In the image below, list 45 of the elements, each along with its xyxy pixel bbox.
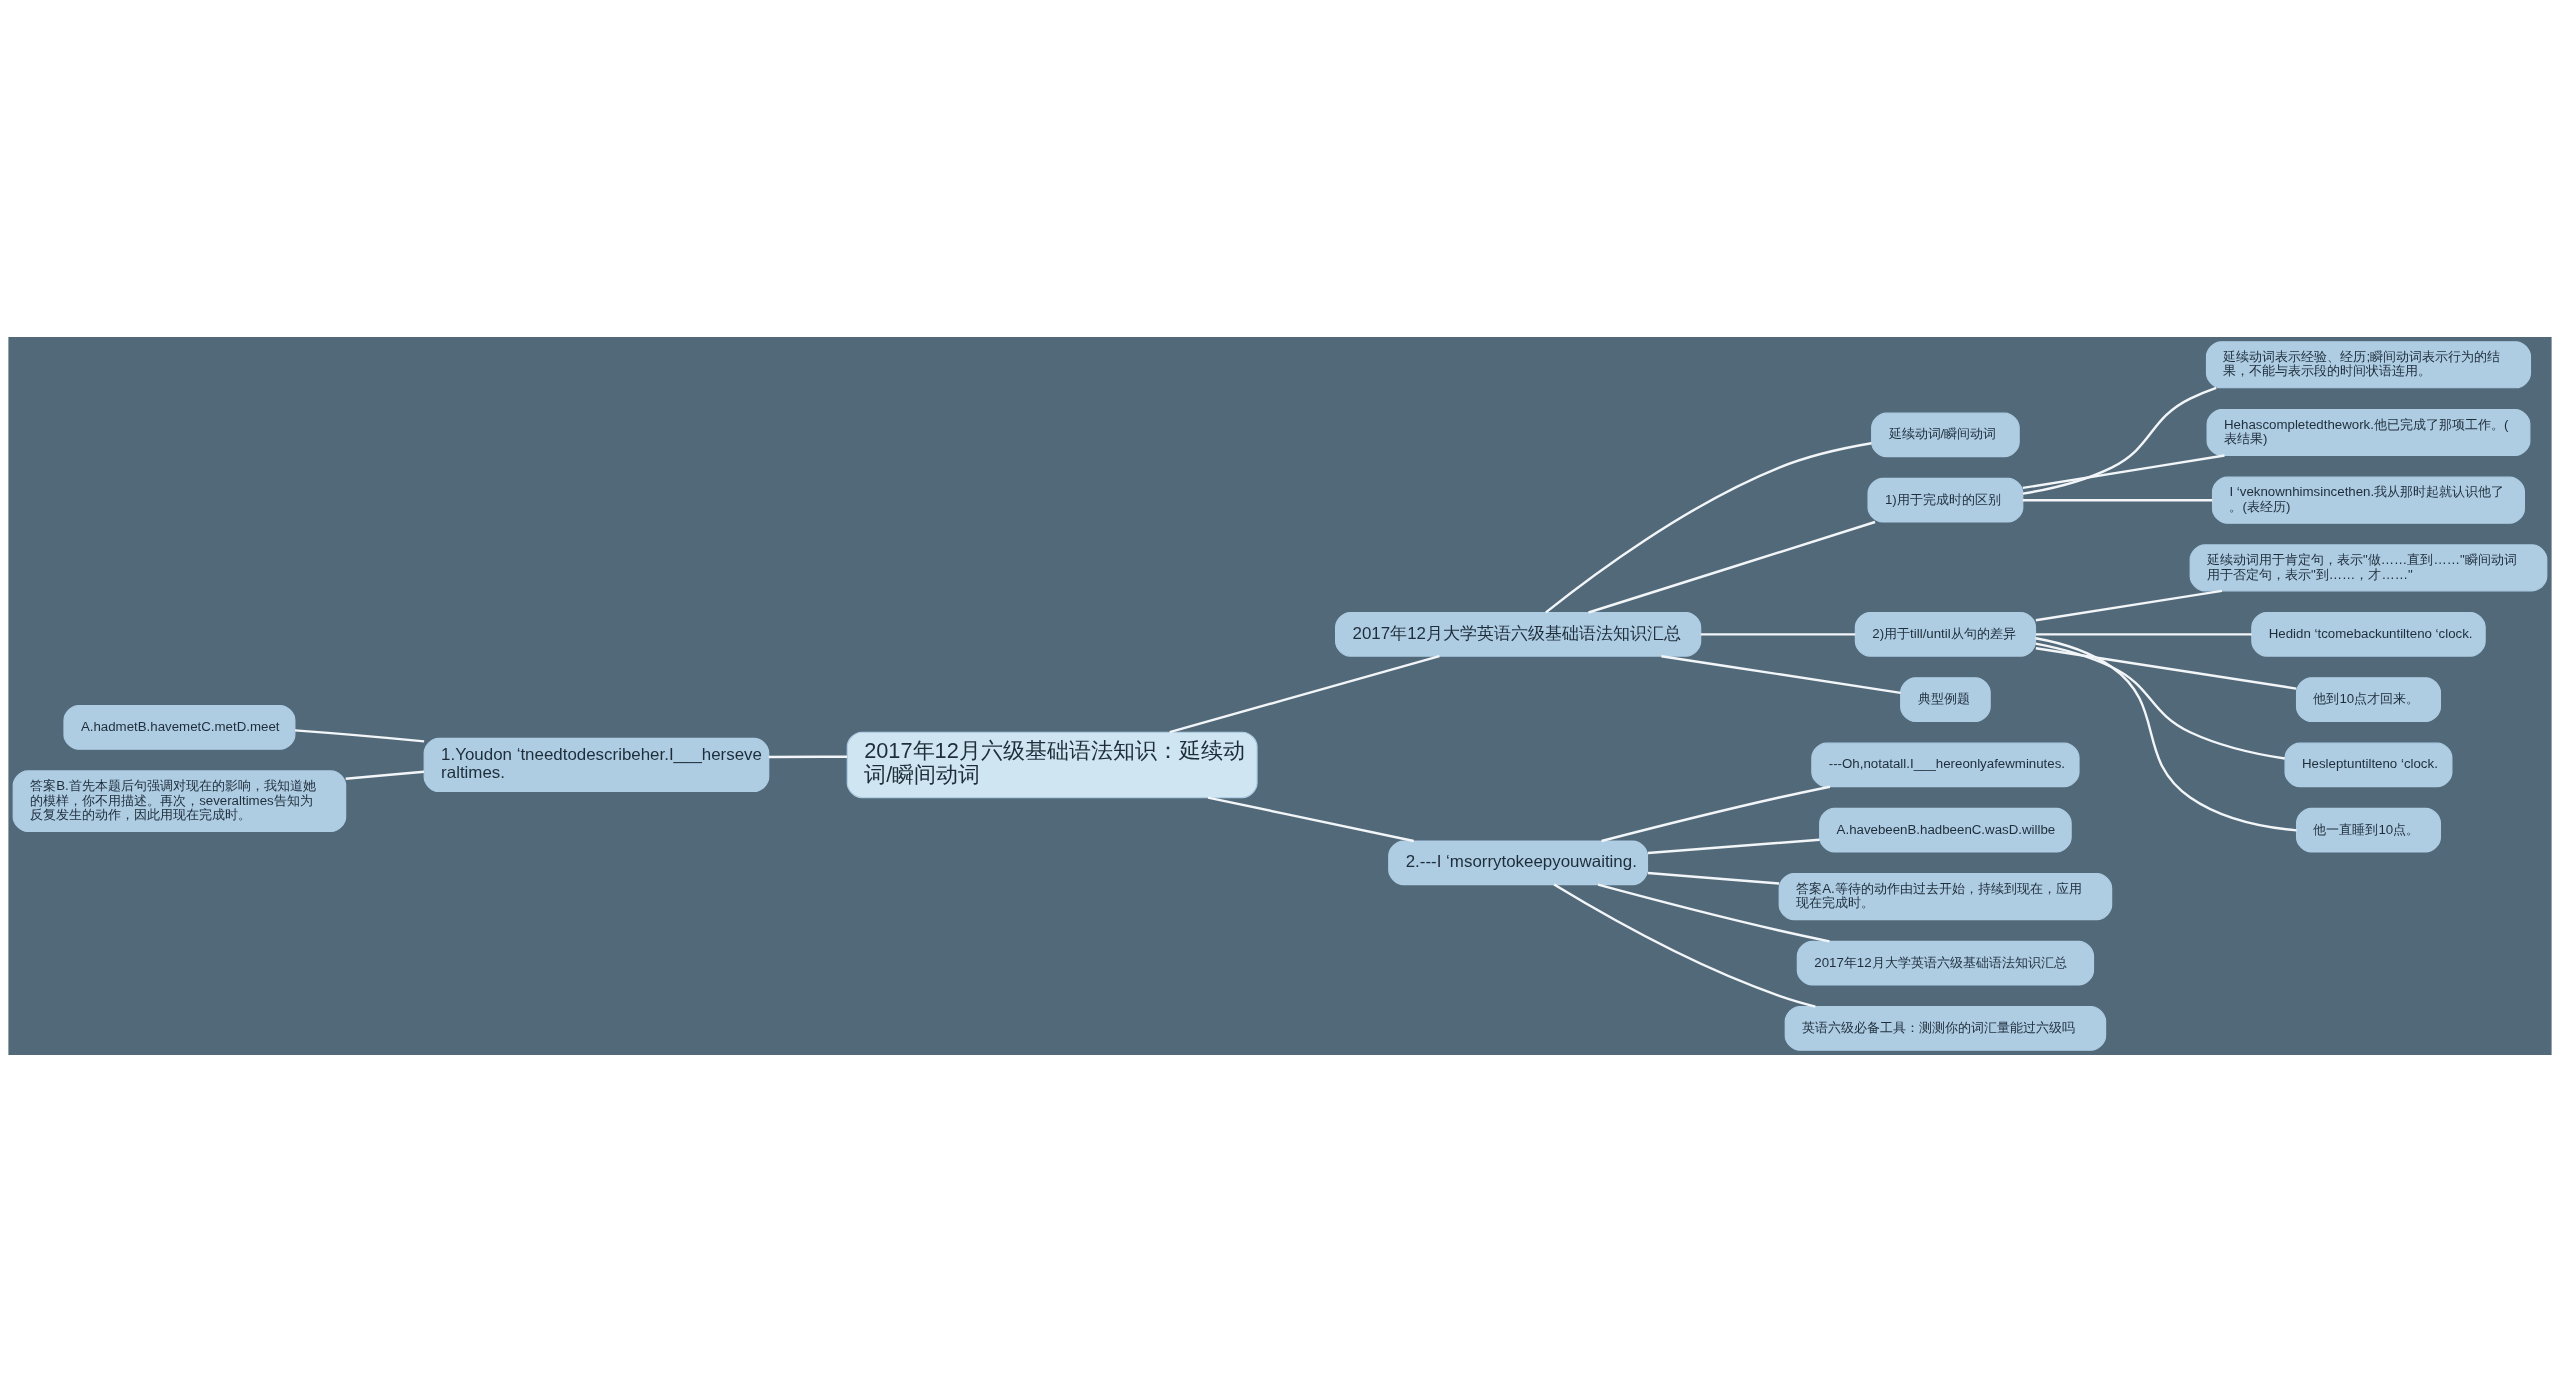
node-box: 2)用于till/until从句的差异 <box>1854 611 2037 657</box>
connector <box>1647 838 1820 854</box>
connector <box>1169 654 1440 733</box>
connector <box>1545 441 1872 613</box>
node-box: 典型例题 <box>1900 676 1991 722</box>
connector <box>2035 589 2223 621</box>
node-box: 1)用于完成时的区别 <box>1867 477 2024 523</box>
connector <box>2022 453 2225 489</box>
node-box: 2.---I ‘msorrytokeepyouwaiting. <box>1388 839 1649 885</box>
node-box: 2017年12月六级基础语法知识：延续动词/瞬间动词 <box>846 731 1258 798</box>
node-box: 答案B.首先本题后句强调对现在的影响，我知道她的模样，你不用描述。再次，severaltimes告知为反复发生的动作，因此用现在完成时。 <box>12 769 347 832</box>
connector <box>2035 641 2285 760</box>
node-box: 2017年12月大学英语六级基础语法知识汇总 <box>1796 940 2095 985</box>
node-box: 延续动词表示经验、经历;瞬间动词表示行为的结果，不能与表示段的时间状语连用。 <box>2205 340 2532 388</box>
connector <box>2035 646 2297 690</box>
node-box: 答案A.等待的动作由过去开始，持续到现在，应用现在完成时。 <box>1778 872 2113 920</box>
connector <box>345 770 425 780</box>
node-box: ---Oh,notatall.I___hereonlyafewminutes. <box>1811 742 2080 787</box>
connector <box>2035 636 2297 832</box>
connector <box>1647 871 1780 885</box>
connector <box>2035 632 2252 636</box>
connector <box>2022 386 2217 495</box>
node-box: 他到10点才回来。 <box>2295 676 2441 722</box>
connector <box>768 755 848 758</box>
connector <box>1661 654 1901 694</box>
node-box: A.hadmetB.havemetC.metD.meet <box>63 704 296 750</box>
node-box: 他一直睡到10点。 <box>2295 807 2441 853</box>
connector <box>2022 498 2213 501</box>
connector <box>1553 883 1816 1008</box>
connector <box>1597 882 1830 943</box>
node-box: 2017年12月大学英语六级基础语法知识汇总 <box>1335 611 1702 657</box>
node-box: Hedidn ‘tcomebackuntilteno ‘clock. <box>2251 611 2486 657</box>
node-box: Hesleptuntilteno ‘clock. <box>2284 742 2453 787</box>
connector <box>1207 795 1414 842</box>
connector <box>1601 785 1831 842</box>
node-box: Hehascompletedthework.他已完成了那项工作。(表结果) <box>2206 408 2531 456</box>
connector <box>1700 632 1856 636</box>
node-box: 1.Youdon ‘tneedtodescribeher.I___herseveraltimes. <box>423 737 770 792</box>
connector <box>1588 520 1876 614</box>
node-box: I ‘veknownhimsincethen.我从那时起就认识他了。(表经历) <box>2211 476 2525 524</box>
node-box: A.havebeenB.hadbeenC.wasD.willbe <box>1819 807 2072 853</box>
node-box: 延续动词/瞬间动词 <box>1871 412 2020 457</box>
connector <box>294 728 425 743</box>
node-box: 延续动词用于肯定句，表示"做……直到……"瞬间动词用于否定句，表示"到……，才……" <box>2189 543 2548 591</box>
node-box: 英语六级必备工具：测测你的词汇量能过六级吗 <box>1784 1005 2107 1051</box>
